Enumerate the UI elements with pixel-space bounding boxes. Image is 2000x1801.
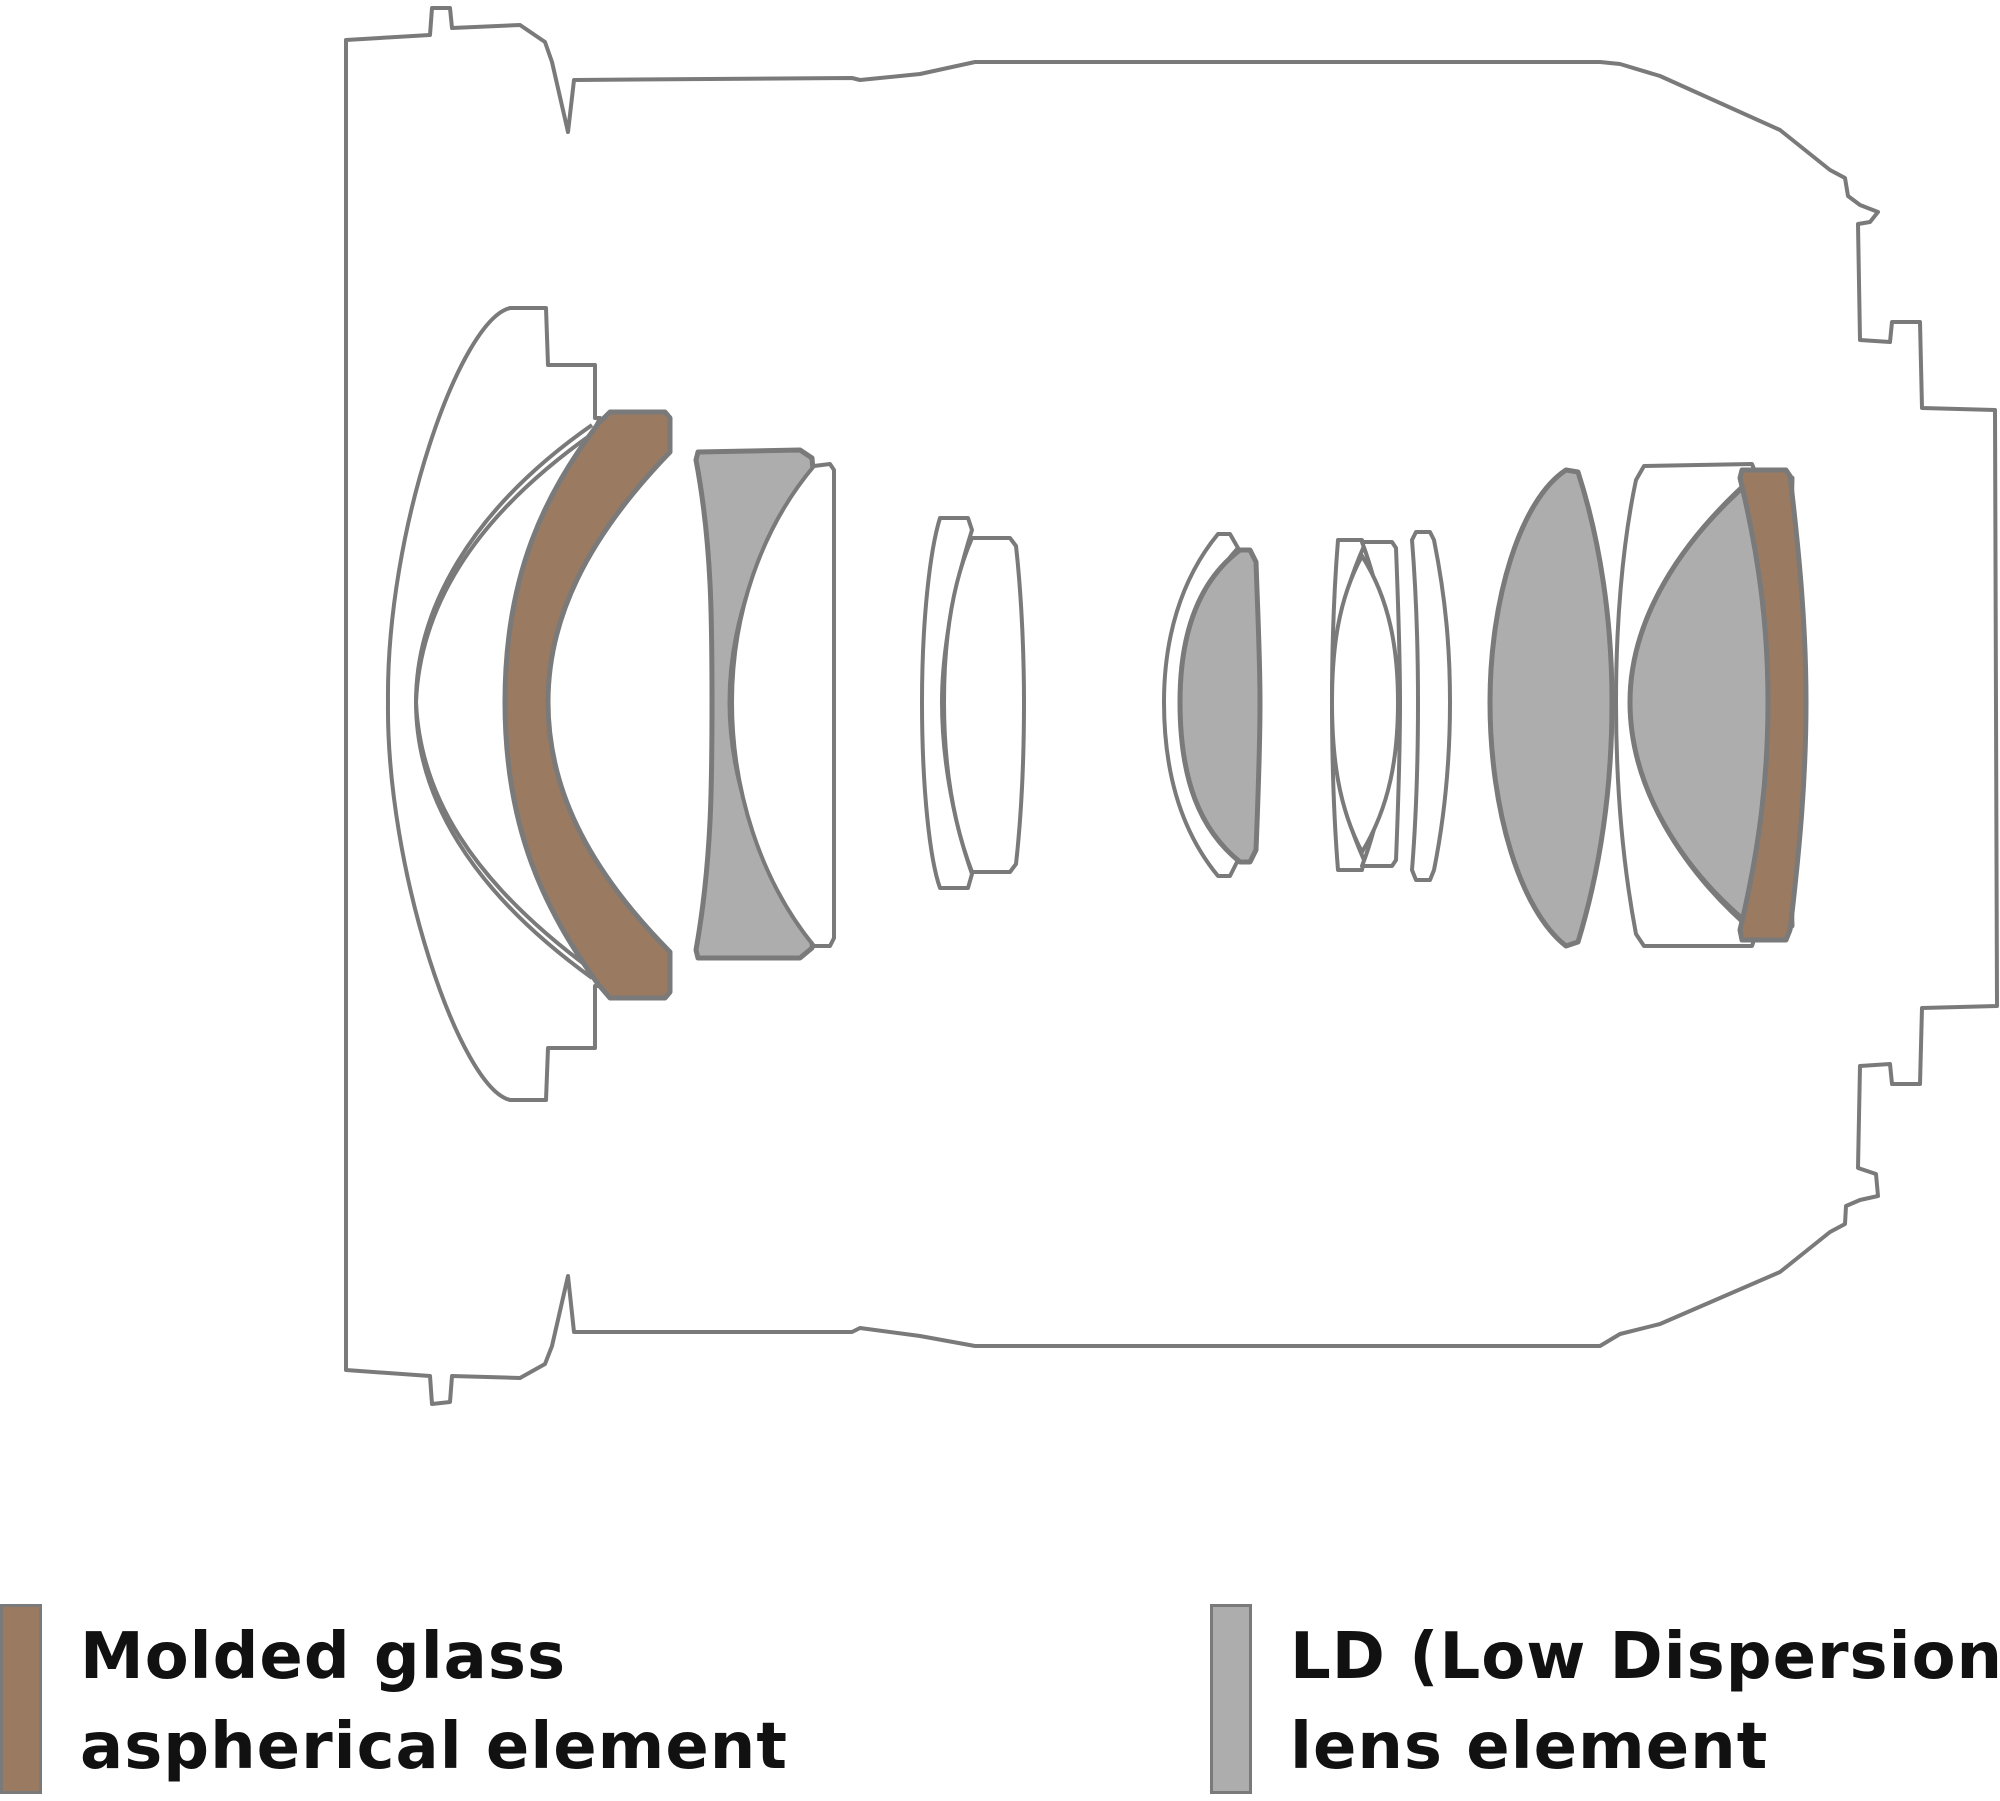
plain-element-5-lens xyxy=(1329,552,1401,857)
molded-aspherical-element-rear xyxy=(1737,467,1809,943)
legend-label-ld-element: LD (Low Dispersion) lens element xyxy=(1290,1612,2000,1792)
legend-label-molded-aspherical: Molded glass aspherical element xyxy=(80,1612,788,1792)
lens-barrel-outline xyxy=(344,6,1999,1406)
plain-element-2 xyxy=(730,462,837,948)
plain-element-3b xyxy=(942,536,1026,874)
plain-element-6 xyxy=(1410,530,1452,882)
ld-element-middle xyxy=(1177,547,1263,865)
legend-line: aspherical element xyxy=(80,1710,788,1784)
legend-line: LD (Low Dispersion) xyxy=(1290,1620,2000,1694)
legend-line: Molded glass xyxy=(80,1620,567,1694)
legend-swatch-molded-aspherical xyxy=(0,1604,42,1794)
legend-line: lens element xyxy=(1290,1710,1769,1784)
legend-swatch-ld-element xyxy=(1210,1604,1252,1794)
ld-element-rear-1 xyxy=(1487,467,1615,949)
front-element-plain xyxy=(385,306,602,1102)
front-element-inner-curve xyxy=(414,423,594,980)
molded-aspherical-element-front xyxy=(502,409,673,1001)
